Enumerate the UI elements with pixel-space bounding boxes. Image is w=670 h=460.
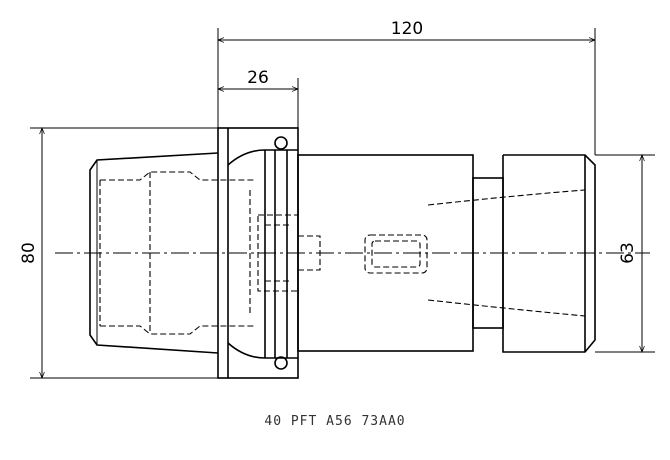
dimension-overall-length-label: 120 <box>391 19 423 39</box>
dimension-flange-length-label: 26 <box>247 68 269 88</box>
shank-hidden-lines <box>99 171 255 335</box>
flange-outline <box>217 127 299 379</box>
dimension-flange-diameter: 80 <box>19 127 218 379</box>
dimension-flange-diameter-label: 80 <box>19 242 39 264</box>
dimension-body-diameter-label: 63 <box>618 242 638 264</box>
dimension-body-diameter: 63 <box>595 154 655 353</box>
drawing-caption: 40 PFT A56 73AA0 <box>264 414 406 429</box>
shank-outline <box>89 152 219 354</box>
dimension-overall-length: 120 <box>217 19 596 155</box>
dimension-flange-length: 26 <box>217 68 299 128</box>
nut-outline <box>427 154 596 353</box>
